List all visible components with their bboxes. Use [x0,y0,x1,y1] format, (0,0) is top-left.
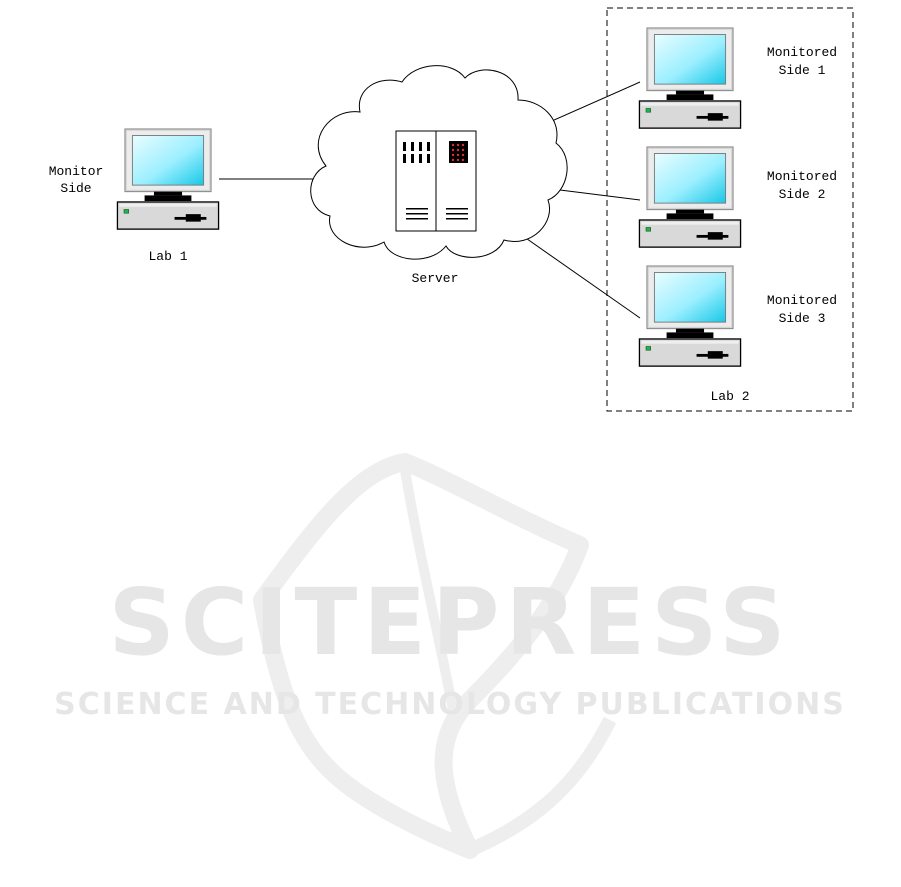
server-cloud [311,66,567,259]
server-label: Server [412,271,459,286]
watermark-title: SCITEPRESS [108,569,791,676]
monitored-side-1-label-line2: Side 1 [779,63,826,78]
lab2-label: Lab 2 [710,389,749,404]
watermark-subtitle: SCIENCE AND TECHNOLOGY PUBLICATIONS [54,687,846,722]
monitor-side-computer-icon [117,129,218,229]
link-server-side3 [510,227,640,318]
server-icon [396,131,476,231]
watermark: SCITEPRESS SCIENCE AND TECHNOLOGY PUBLIC… [54,462,846,850]
monitored-side-1-label-line1: Monitored [767,45,837,60]
monitored-side-3-label-line2: Side 3 [779,311,826,326]
monitor-side-label-line1: Monitor [49,164,104,179]
monitored-side-1-computer-icon [639,28,740,128]
link-server-side2 [560,190,640,200]
monitored-side-2-computer-icon [639,147,740,247]
monitored-side-3-computer-icon [639,266,740,366]
monitored-side-2-label-line2: Side 2 [779,187,826,202]
monitored-side-3-label-line1: Monitored [767,293,837,308]
lab1-label: Lab 1 [148,249,187,264]
monitor-side-label-line2: Side [60,181,91,196]
monitored-side-2-label-line1: Monitored [767,169,837,184]
